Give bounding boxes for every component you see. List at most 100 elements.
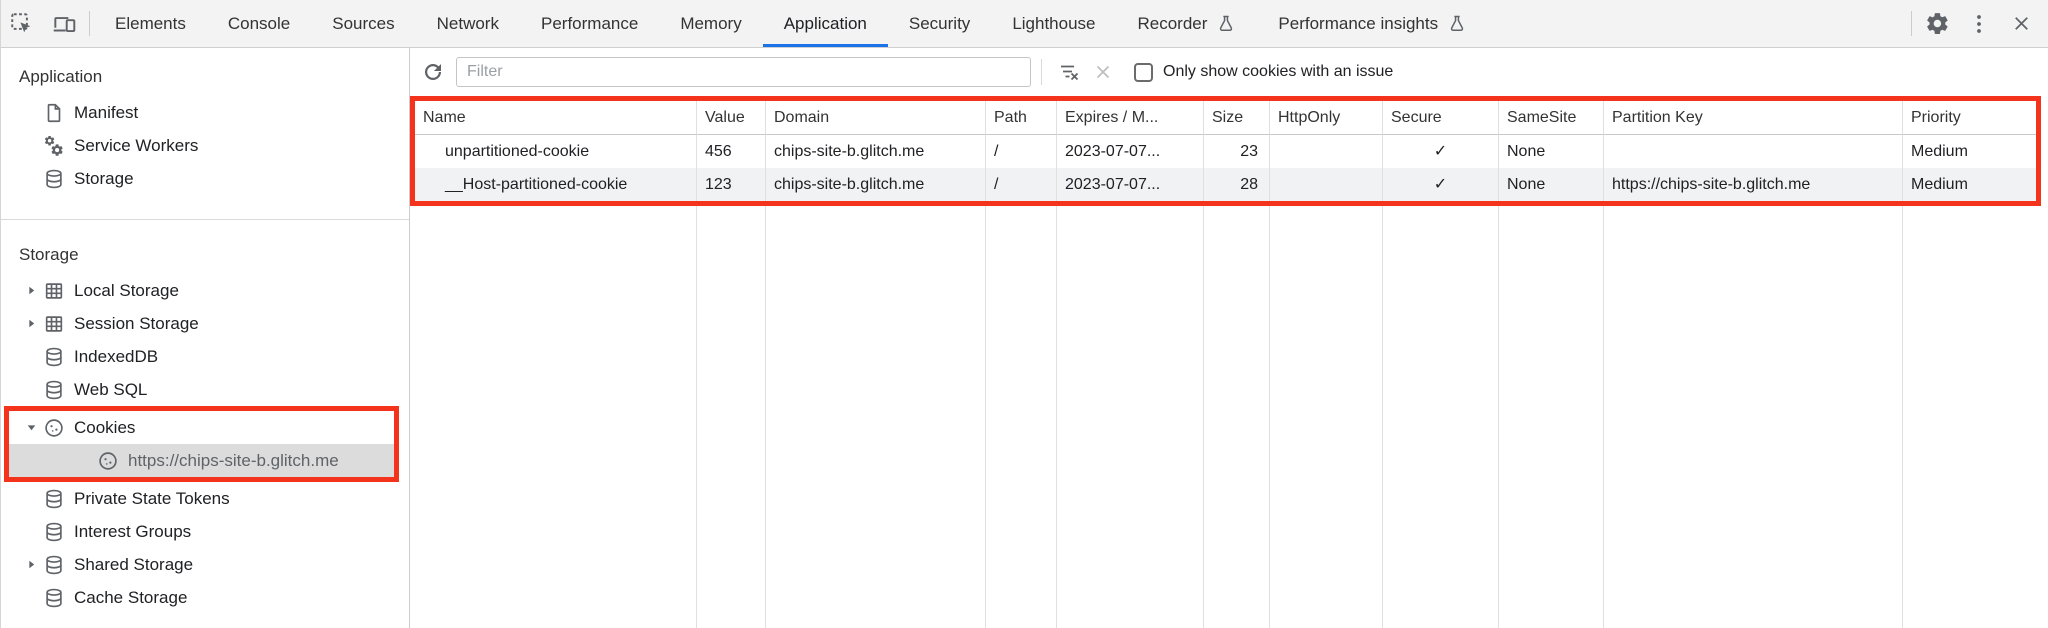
column-header-expires[interactable]: Expires / M... (1057, 101, 1204, 135)
cell-name[interactable]: unpartitioned-cookie (415, 135, 697, 168)
sidebar-item-private-state-tokens[interactable]: Private State Tokens (1, 482, 409, 515)
cell-value[interactable]: 123 (697, 168, 766, 201)
refresh-icon (421, 60, 445, 84)
cell-size[interactable]: 28 (1204, 168, 1270, 201)
cell-value[interactable]: 456 (697, 135, 766, 168)
cookie-icon (97, 450, 119, 472)
tab-sources[interactable]: Sources (332, 13, 395, 33)
sidebar-item-local-storage[interactable]: Local Storage (1, 274, 409, 307)
cell-secure[interactable]: ✓ (1383, 168, 1499, 201)
sidebar-item-label: Local Storage (74, 280, 179, 300)
inspect-element-button[interactable] (1, 0, 43, 47)
annotation-box-cookie-table: Name Value Domain Path Expires / M... Si… (410, 96, 2041, 206)
cookie-table-header: Name Value Domain Path Expires / M... Si… (415, 101, 2036, 135)
chevron-right-icon[interactable] (25, 558, 38, 571)
chevron-down-icon[interactable] (25, 421, 38, 434)
tab-performance[interactable]: Performance (540, 13, 639, 33)
sidebar-item-session-storage[interactable]: Session Storage (1, 307, 409, 340)
column-header-priority[interactable]: Priority (1903, 101, 2036, 135)
database-icon (43, 587, 65, 609)
cell-size[interactable]: 23 (1204, 135, 1270, 168)
cell-expires[interactable]: 2023-07-07... (1057, 135, 1204, 168)
cell-httponly[interactable] (1270, 168, 1383, 201)
tab-performance-insights-label: Performance insights (1278, 13, 1439, 33)
toggle-device-toolbar-button[interactable] (43, 0, 85, 47)
column-header-httponly[interactable]: HttpOnly (1270, 101, 1383, 135)
only-issue-label[interactable]: Only show cookies with an issue (1163, 63, 1394, 80)
tab-recorder-label: Recorder (1137, 13, 1208, 33)
sidebar-item-indexeddb[interactable]: IndexedDB (1, 340, 409, 373)
sidebar-item-cookies[interactable]: Cookies (9, 411, 394, 444)
tab-recorder[interactable]: Recorder (1117, 0, 1258, 47)
column-header-size[interactable]: Size (1204, 101, 1270, 135)
cell-domain[interactable]: chips-site-b.glitch.me (766, 168, 986, 201)
sidebar-item-label: Manifest (74, 102, 139, 122)
cell-httponly[interactable] (1270, 135, 1383, 168)
document-icon (43, 102, 65, 124)
tab-performance-insights[interactable]: Performance insights (1257, 0, 1488, 47)
cell-priority[interactable]: Medium (1911, 143, 1968, 160)
sidebar-item-label: Cookies (74, 417, 136, 437)
cell-secure[interactable]: ✓ (1383, 135, 1499, 168)
cell-name[interactable]: __Host-partitioned-cookie (415, 168, 697, 201)
gear-icon (1925, 11, 1950, 36)
sidebar-section-application: Application (19, 67, 103, 86)
cell-path[interactable]: / (986, 135, 1057, 168)
cell-domain[interactable]: chips-site-b.glitch.me (766, 135, 986, 168)
tab-security[interactable]: Security (908, 13, 971, 33)
sidebar-item-web-sql[interactable]: Web SQL (1, 373, 409, 406)
toolbar-separator (1041, 59, 1042, 85)
cell-priority[interactable]: Medium (1903, 168, 2036, 201)
refresh-button[interactable] (416, 55, 450, 89)
cell-partition-key[interactable] (1604, 135, 1903, 168)
application-sidebar: Application Manifest Service Workers Sto… (1, 48, 410, 628)
column-header-name[interactable]: Name (415, 101, 697, 135)
chevron-right-icon[interactable] (25, 284, 38, 297)
cell-path[interactable]: / (986, 168, 1057, 201)
tabbar-separator (1911, 11, 1912, 36)
device-toolbar-icon (51, 11, 77, 37)
column-header-partition-key[interactable]: Partition Key (1604, 101, 1903, 135)
sidebar-item-interest-groups[interactable]: Interest Groups (1, 515, 409, 548)
cell-partition-key[interactable]: https://chips-site-b.glitch.me (1604, 168, 1903, 201)
column-header-value[interactable]: Value (697, 101, 766, 135)
table-icon (43, 280, 65, 302)
close-devtools-button[interactable] (2000, 0, 2042, 47)
chevron-right-icon[interactable] (25, 317, 38, 330)
more-options-button[interactable] (1958, 0, 2000, 47)
cookie-row-host-partitioned[interactable]: __Host-partitioned-cookie 123 chips-site… (415, 168, 2036, 201)
column-header-path[interactable]: Path (986, 101, 1057, 135)
only-issue-checkbox[interactable] (1134, 62, 1153, 82)
column-header-domain[interactable]: Domain (766, 101, 986, 135)
tab-network[interactable]: Network (436, 13, 499, 33)
three-dots-icon (1967, 12, 1991, 36)
sidebar-item-label: Web SQL (74, 379, 148, 399)
sidebar-item-storage[interactable]: Storage (1, 162, 409, 195)
database-icon (43, 346, 65, 368)
sidebar-item-cookies-chips-site-b[interactable]: https://chips-site-b.glitch.me (9, 444, 394, 477)
cell-samesite[interactable]: None (1499, 135, 1604, 168)
table-icon (43, 313, 65, 335)
tab-memory[interactable]: Memory (680, 13, 742, 33)
column-header-samesite[interactable]: SameSite (1499, 101, 1604, 135)
tab-console[interactable]: Console (227, 13, 291, 33)
delete-cookie-button[interactable] (1086, 55, 1120, 89)
sidebar-item-service-workers[interactable]: Service Workers (1, 129, 409, 162)
clear-filter-button[interactable] (1052, 55, 1086, 89)
cell-expires[interactable]: 2023-07-07... (1057, 168, 1204, 201)
column-header-secure[interactable]: Secure (1383, 101, 1499, 135)
filter-input[interactable] (456, 57, 1031, 87)
sidebar-item-label: Cache Storage (74, 587, 188, 607)
database-icon (43, 554, 65, 576)
cell-samesite[interactable]: None (1499, 168, 1604, 201)
settings-button[interactable] (1916, 0, 1958, 47)
tab-elements[interactable]: Elements (115, 13, 186, 33)
cookie-row-unpartitioned[interactable]: unpartitioned-cookie 456 chips-site-b.gl… (415, 135, 2036, 168)
sidebar-item-cache-storage[interactable]: Cache Storage (1, 581, 409, 614)
cookie-table-empty-grid (415, 206, 2036, 628)
sidebar-item-manifest[interactable]: Manifest (1, 96, 409, 129)
sidebar-item-shared-storage[interactable]: Shared Storage (1, 548, 409, 581)
sidebar-item-label: https://chips-site-b.glitch.me (128, 450, 339, 470)
tab-lighthouse[interactable]: Lighthouse (1012, 13, 1096, 33)
tab-application[interactable]: Application (762, 0, 888, 47)
